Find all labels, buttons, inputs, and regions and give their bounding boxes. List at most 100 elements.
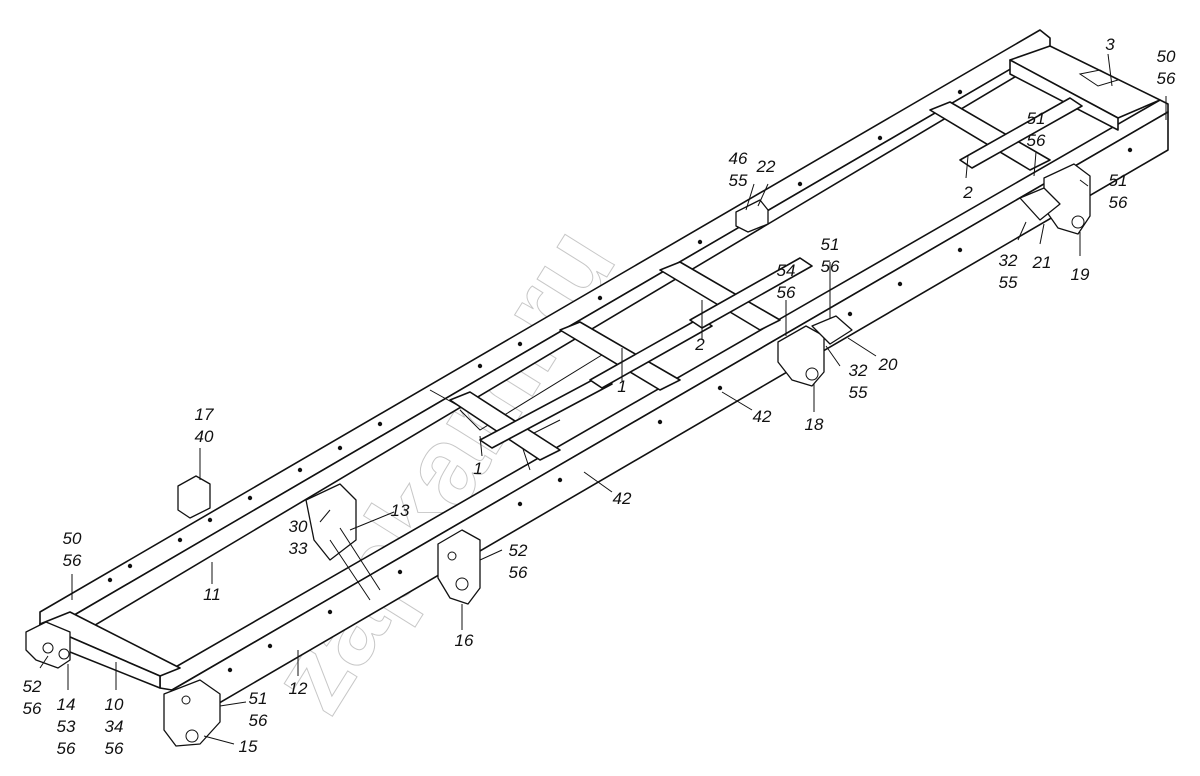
callout-line: 54 [777,261,796,280]
callout-line: 21 [1032,253,1052,272]
callout-line: 12 [289,679,308,698]
callout-line: 50 [63,529,82,548]
bracket-20 [811,315,853,345]
spring-bracket-18 [777,325,825,387]
cross-member-1-left [429,349,613,471]
callout-line: 56 [105,739,124,758]
callout-line: 56 [509,563,528,582]
callout-c13: 13 [391,501,410,520]
callout-c1-left: 1 [473,459,482,478]
callout-c11: 11 [203,585,221,604]
callout-line: 55 [849,383,868,402]
callout-line: 16 [455,631,474,650]
callout-line: 55 [999,273,1018,292]
callout-line: 19 [1071,265,1090,284]
callout-line: 34 [105,717,124,736]
callout-line: 20 [878,355,898,374]
bracket-21 [1019,187,1061,221]
callout-line: 52 [509,541,528,560]
callout-line: 42 [613,489,632,508]
callout-line: 3 [1105,35,1115,54]
callout-line: 56 [23,699,42,718]
bracket-22 [735,199,769,233]
callout-line: 56 [1027,131,1046,150]
callout-line: 50 [1157,47,1176,66]
cross-member-rear [1009,45,1161,131]
callout-c42-left: 42 [613,489,632,508]
callout-line: 22 [756,157,776,176]
callout-c2-mid: 2 [694,335,705,354]
front-bracket-right [163,679,221,747]
callout-line: 30 [289,517,308,536]
callout-line: 17 [195,405,214,424]
callout-line: 46 [729,149,748,168]
callout-line: 51 [1027,109,1046,128]
callout-line: 56 [1157,69,1176,88]
callout-c42-right: 42 [753,407,772,426]
callout-c16: 16 [455,631,474,650]
callout-line: 56 [63,551,82,570]
callout-line: 42 [753,407,772,426]
callout-c3: 3 [1105,35,1115,54]
front-bracket-left [25,621,71,669]
frame-drawing [25,29,1169,747]
callout-c22: 22 [756,157,776,176]
callout-line: 56 [777,283,796,302]
callout-c18: 18 [805,415,824,434]
callout-line: 33 [289,539,308,558]
callout-line: 10 [105,695,124,714]
callout-line: 55 [729,171,748,190]
callout-c2-right: 2 [962,183,973,202]
callout-line: 51 [1109,171,1128,190]
callout-line: 56 [1109,193,1128,212]
callout-line: 32 [999,251,1018,270]
callout-line: 2 [962,183,973,202]
callout-c1-mid: 1 [617,377,626,396]
leader-lines [39,53,1167,745]
cross-member-2-right [929,97,1083,171]
callout-line: 2 [694,335,705,354]
cross-member-2-mid [659,257,813,331]
callout-line: 51 [821,235,840,254]
side-rail-far [39,29,1051,641]
callout-line: 56 [57,739,76,758]
callout-c14-53-56: 14 53 56 [57,695,76,758]
callout-line: 40 [195,427,214,446]
side-rail-near [159,99,1169,721]
callout-line: 1 [473,459,482,478]
callout-c10-34-56: 10 34 56 [105,695,124,758]
callout-c21: 21 [1032,253,1052,272]
callout-line: 11 [203,585,221,604]
callout-line: 53 [57,717,76,736]
callout-line: 14 [57,695,76,714]
callout-line: 56 [249,711,268,730]
callout-c15: 15 [239,737,258,756]
spring-bracket-16 [437,529,481,605]
callout-line: 32 [849,361,868,380]
callout-c20: 20 [878,355,898,374]
callout-line: 51 [249,689,268,708]
callout-line: 52 [23,677,42,696]
callout-line: 13 [391,501,410,520]
callout-line: 56 [821,257,840,276]
bracket-30-33 [305,483,381,601]
callout-c19: 19 [1071,265,1090,284]
cross-member-1-mid [559,317,713,391]
callout-line: 15 [239,737,258,756]
callout-line: 1 [617,377,626,396]
